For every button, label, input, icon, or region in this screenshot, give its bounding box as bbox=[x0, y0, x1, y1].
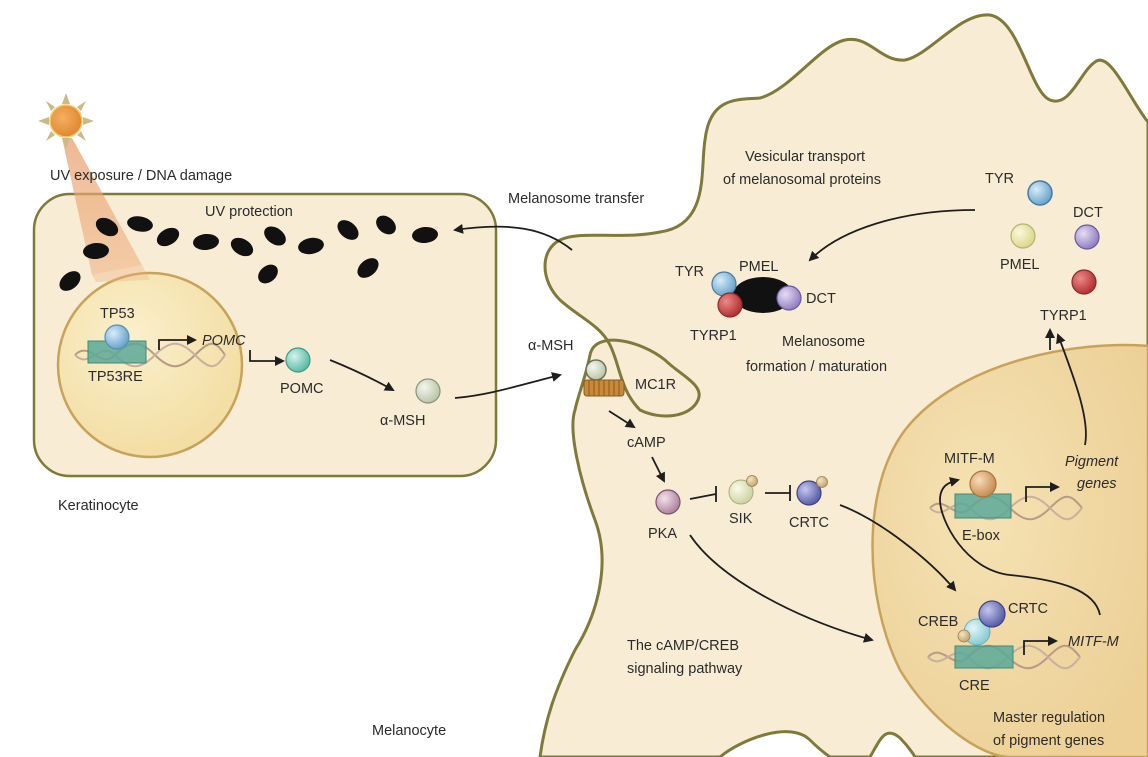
pka-inhibits-sik bbox=[689, 486, 717, 502]
transcription-arrow-pomc bbox=[158, 335, 197, 350]
vesicle-dct-label: DCT bbox=[1073, 205, 1103, 221]
master-regulation-label-1: Master regulation bbox=[993, 710, 1105, 726]
pigment-genes-label-1: Pigment bbox=[1065, 454, 1119, 470]
crtc-to-nucleus-arrow bbox=[839, 504, 957, 592]
tp53-protein bbox=[104, 324, 130, 350]
alpha-msh-bound bbox=[585, 359, 607, 381]
melanin-granules bbox=[59, 215, 438, 291]
pomc-protein-label: POMC bbox=[280, 381, 324, 397]
crtc-label: CRTC bbox=[789, 515, 829, 531]
vesicular-transport-label-1: Vesicular transport bbox=[745, 149, 865, 165]
vesicle-pmel-label: PMEL bbox=[1000, 257, 1040, 273]
pomc-to-msh-arrow bbox=[329, 359, 395, 391]
creb-label: CREB bbox=[918, 614, 958, 630]
uv-beam bbox=[62, 138, 142, 275]
mitf-m-protein bbox=[969, 470, 997, 498]
ebox-label: E-box bbox=[962, 528, 1001, 544]
pka-protein bbox=[655, 489, 681, 515]
vesicle-tyrp1 bbox=[1071, 269, 1097, 295]
vesicular-transport-arrow bbox=[808, 209, 976, 262]
translation-arrow-pomc bbox=[249, 350, 285, 366]
msh-to-mc1r-arrow bbox=[454, 372, 562, 399]
ebox-dna bbox=[929, 493, 1083, 521]
alpha-msh-keratinocyte-label: α-MSH bbox=[380, 413, 425, 429]
melanosome-transfer-arrow bbox=[453, 223, 573, 251]
keratinocyte-label: Keratinocyte bbox=[58, 498, 139, 514]
vesicle-dct bbox=[1074, 224, 1100, 250]
pigment-genes-arrow bbox=[1056, 333, 1087, 446]
camp-creb-label-2: signaling pathway bbox=[627, 661, 743, 677]
camp-to-pka-arrow bbox=[651, 456, 665, 483]
crtc-nucleus-label: CRTC bbox=[1008, 601, 1048, 617]
sik-protein bbox=[728, 475, 758, 505]
melanosome-formation-label-2: formation / maturation bbox=[746, 359, 887, 375]
transcription-arrow-pigment bbox=[1025, 482, 1060, 502]
vesicle-pmel bbox=[1010, 223, 1036, 249]
crtc-cytoplasm-protein bbox=[796, 476, 828, 506]
camp-label: cAMP bbox=[627, 435, 666, 451]
tp53re-label: TP53RE bbox=[88, 369, 143, 385]
alpha-msh-keratinocyte bbox=[415, 378, 441, 404]
transcription-arrow-mitf bbox=[1023, 636, 1058, 655]
melanosome-complex bbox=[711, 271, 802, 318]
pigment-genes-label-2: genes bbox=[1077, 476, 1117, 492]
melanosome-formation-label-1: Melanosome bbox=[782, 334, 865, 350]
vesicle-tyr-label: TYR bbox=[985, 171, 1014, 187]
pomc-gene-label: POMC bbox=[202, 333, 246, 349]
vesicle-tyr bbox=[1027, 180, 1053, 206]
pka-label: PKA bbox=[648, 526, 677, 542]
mitf-feedback-arrow bbox=[939, 477, 1101, 616]
vesicle-tyrp1-label: TYRP1 bbox=[1040, 308, 1087, 324]
uv-protection-label: UV protection bbox=[205, 204, 293, 220]
mc1r-label: MC1R bbox=[635, 377, 676, 393]
sik-label: SIK bbox=[729, 511, 753, 527]
mc1r-receptor bbox=[583, 379, 625, 397]
tp53-label: TP53 bbox=[100, 306, 135, 322]
pka-to-creb-arrow bbox=[689, 534, 874, 643]
melanosome-transfer-label: Melanosome transfer bbox=[508, 191, 644, 207]
melanosome-tyr-label: TYR bbox=[675, 264, 704, 280]
mitf-m-gene-label: MITF-M bbox=[1068, 634, 1120, 650]
camp-creb-label-1: The cAMP/CREB bbox=[627, 638, 739, 654]
pomc-protein bbox=[285, 347, 311, 373]
vesicular-transport-label-2: of melanosomal proteins bbox=[723, 172, 881, 188]
sik-inhibits-crtc bbox=[765, 485, 791, 501]
master-regulation-label-2: of pigment genes bbox=[993, 733, 1104, 749]
cre-label: CRE bbox=[959, 678, 990, 694]
mc1r-to-camp-arrow bbox=[608, 410, 636, 429]
uv-exposure-label: UV exposure / DNA damage bbox=[50, 168, 232, 184]
sun-icon bbox=[38, 93, 94, 149]
creb-complex bbox=[957, 600, 1006, 646]
cre-dna bbox=[927, 644, 1081, 670]
mitf-m-label: MITF-M bbox=[944, 451, 995, 467]
melanosome-dct-label: DCT bbox=[806, 291, 836, 307]
alpha-msh-receptor-label: α-MSH bbox=[528, 338, 573, 354]
melanosome-tyrp1-label: TYRP1 bbox=[690, 328, 737, 344]
keratinocyte-nucleus bbox=[56, 271, 244, 459]
melanocyte-label: Melanocyte bbox=[372, 723, 446, 739]
melanosome-pmel-label: PMEL bbox=[739, 259, 779, 275]
tp53re-dna bbox=[74, 340, 226, 368]
